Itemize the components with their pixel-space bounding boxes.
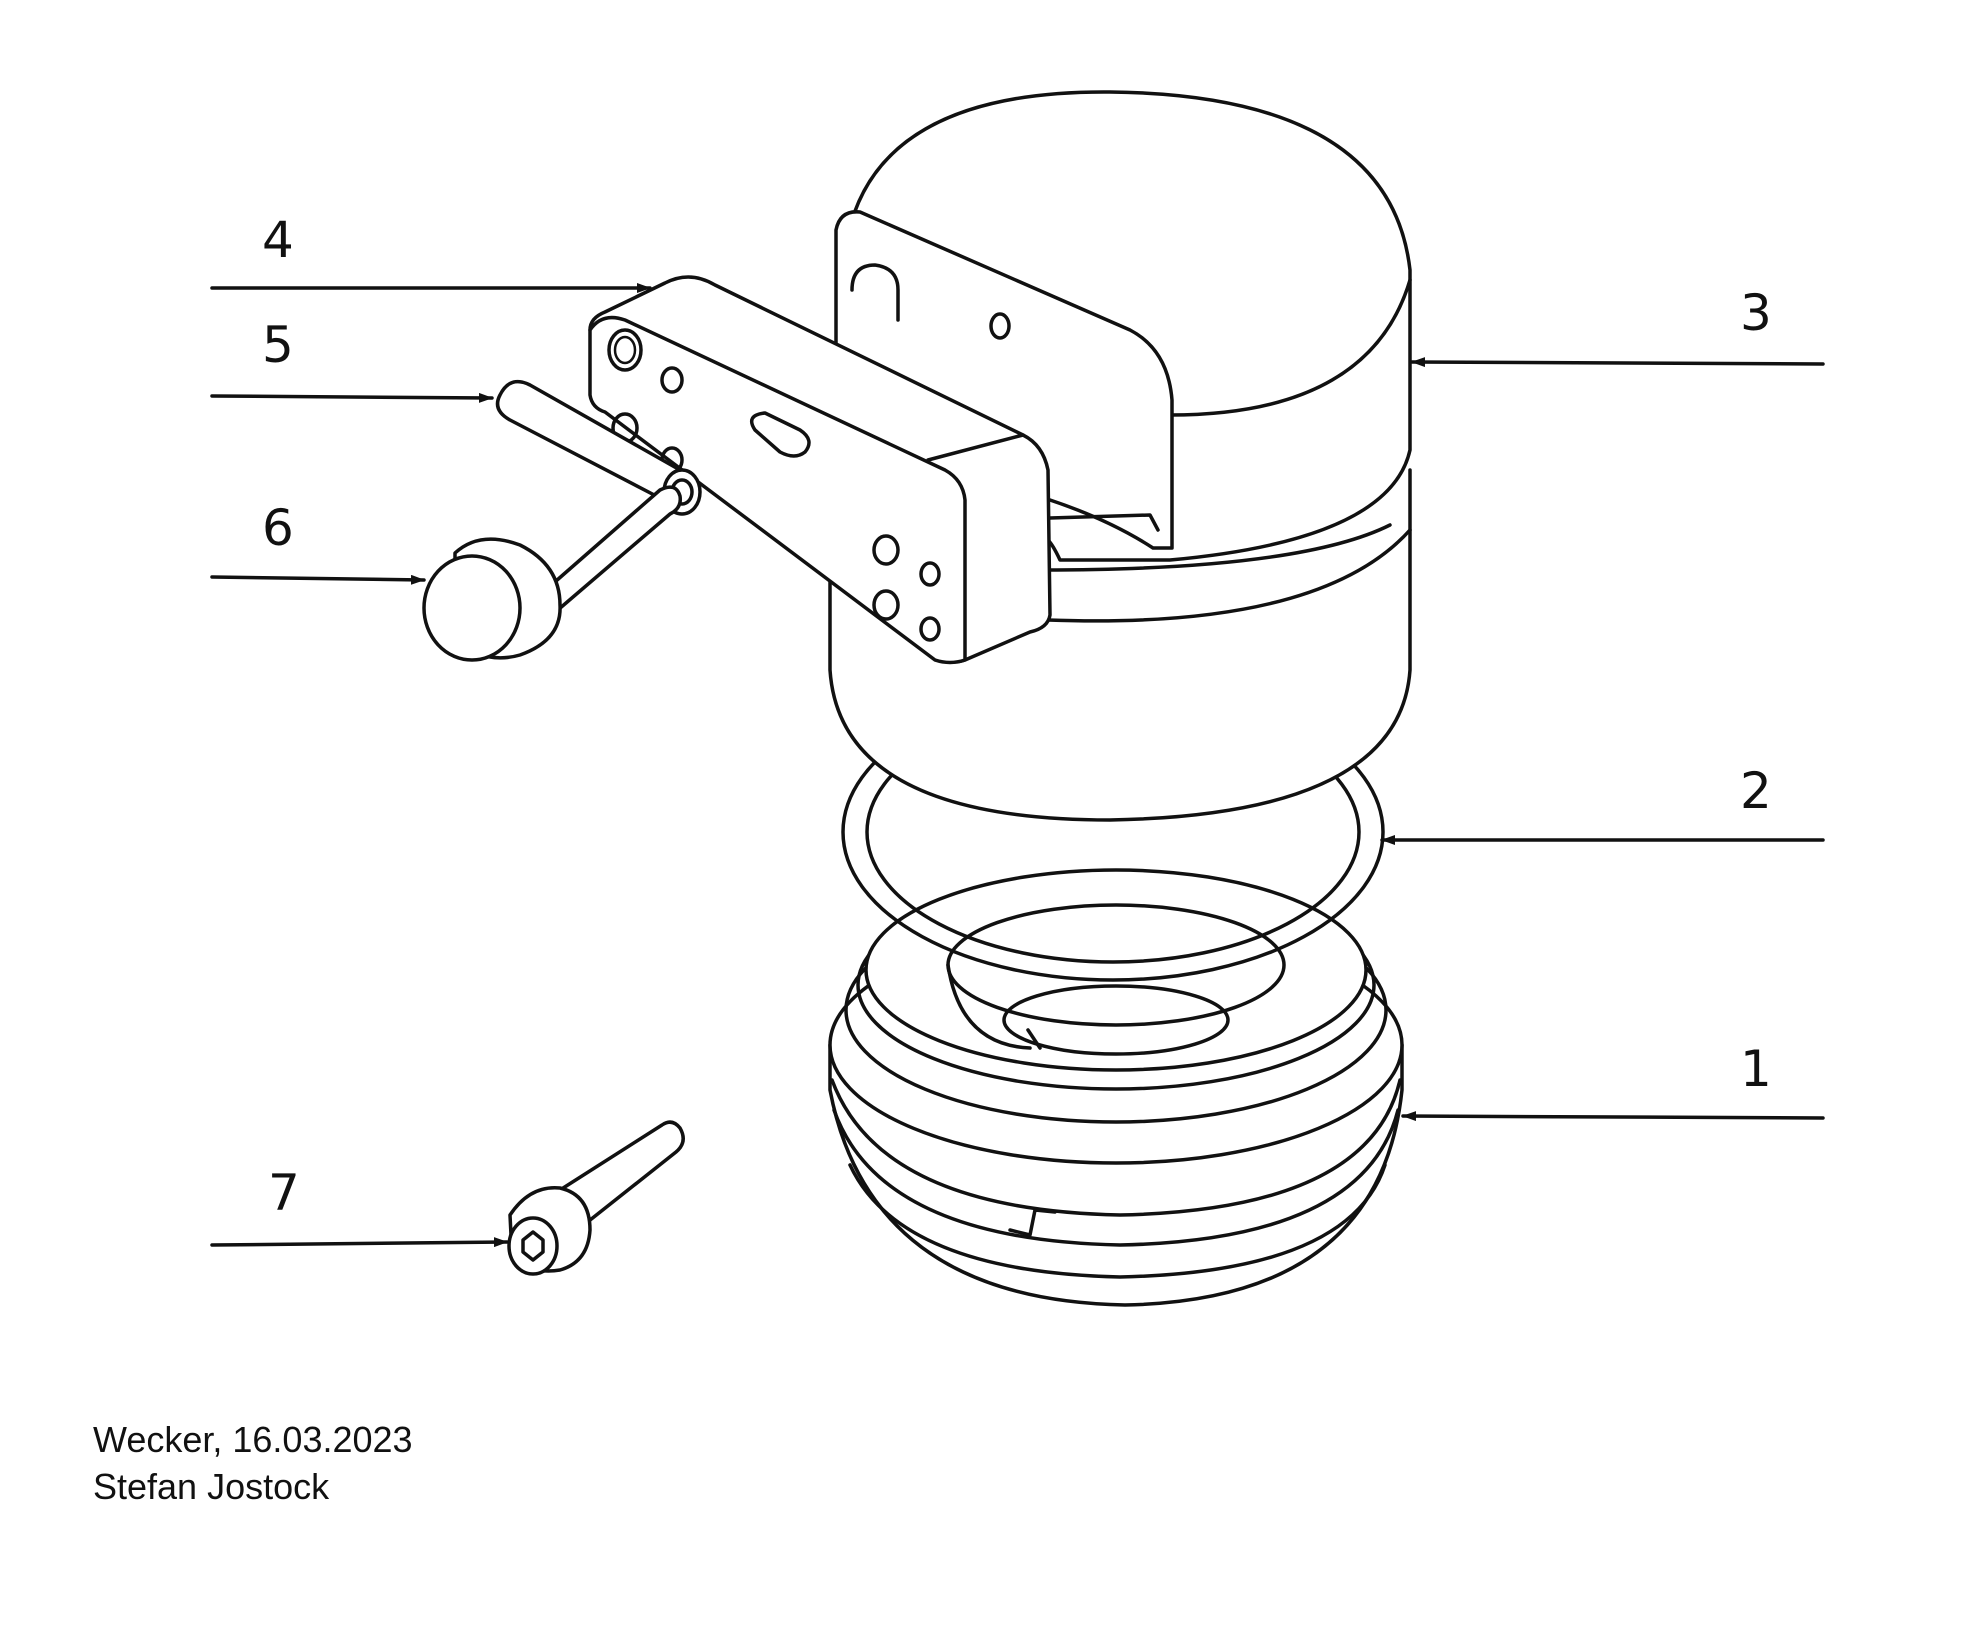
leader-line-7 (210, 1237, 509, 1248)
leader-line-6 (210, 574, 426, 585)
callout-label-7: 7 (268, 1164, 300, 1222)
callout-label-5: 5 (262, 316, 294, 374)
part-1-base (828, 868, 1404, 1307)
callout-label-3: 3 (1740, 284, 1772, 342)
leader-line-5 (210, 392, 494, 403)
callout-label-2: 2 (1740, 762, 1772, 820)
callout-label-1: 1 (1740, 1040, 1772, 1098)
part-7-socket-screw (507, 1120, 685, 1276)
leader-line-1 (1401, 1111, 1825, 1122)
leader-line-3 (1410, 357, 1825, 368)
callout-label-4: 4 (262, 211, 294, 269)
footer-author: Stefan Jostock (93, 1466, 330, 1507)
part-4-clamp-plate (588, 275, 1052, 665)
callout-label-6: 6 (262, 499, 294, 557)
leader-lines (210, 283, 1825, 1248)
part-6-knob-screw (422, 485, 683, 662)
footer-place-date: Wecker, 16.03.2023 (93, 1419, 413, 1460)
callout-labels: 4 5 6 7 3 2 1 (262, 211, 1772, 1222)
